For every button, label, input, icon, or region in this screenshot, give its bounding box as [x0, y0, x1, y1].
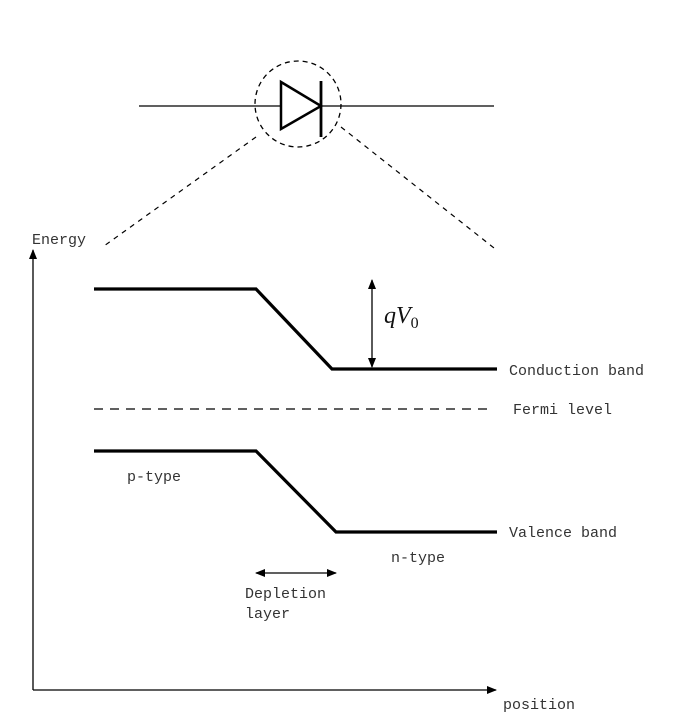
barrier-subscript: 0: [411, 315, 419, 332]
zoom-circle: [254, 60, 342, 148]
conduction-band: [94, 287, 497, 371]
conduction-band-label: Conduction band: [509, 363, 644, 380]
depletion-label-line2: layer: [245, 606, 290, 623]
zoom-line-right: [340, 126, 495, 249]
valence-band-label: Valence band: [509, 525, 617, 542]
valence-band: [94, 449, 497, 534]
energy-axis-label: Energy: [32, 232, 86, 249]
diode-symbol: [139, 60, 494, 148]
p-type-label: p-type: [127, 469, 181, 486]
depletion-label-line1: Depletion: [245, 586, 326, 603]
barrier-symbol: qV: [384, 303, 413, 329]
position-axis-label: position: [503, 697, 575, 714]
fermi-level-label: Fermi level: [513, 402, 612, 419]
zoom-line-left: [103, 136, 257, 247]
diode-triangle: [279, 79, 324, 132]
n-type-label: n-type: [391, 550, 445, 567]
barrier-label: qV0: [384, 303, 419, 332]
